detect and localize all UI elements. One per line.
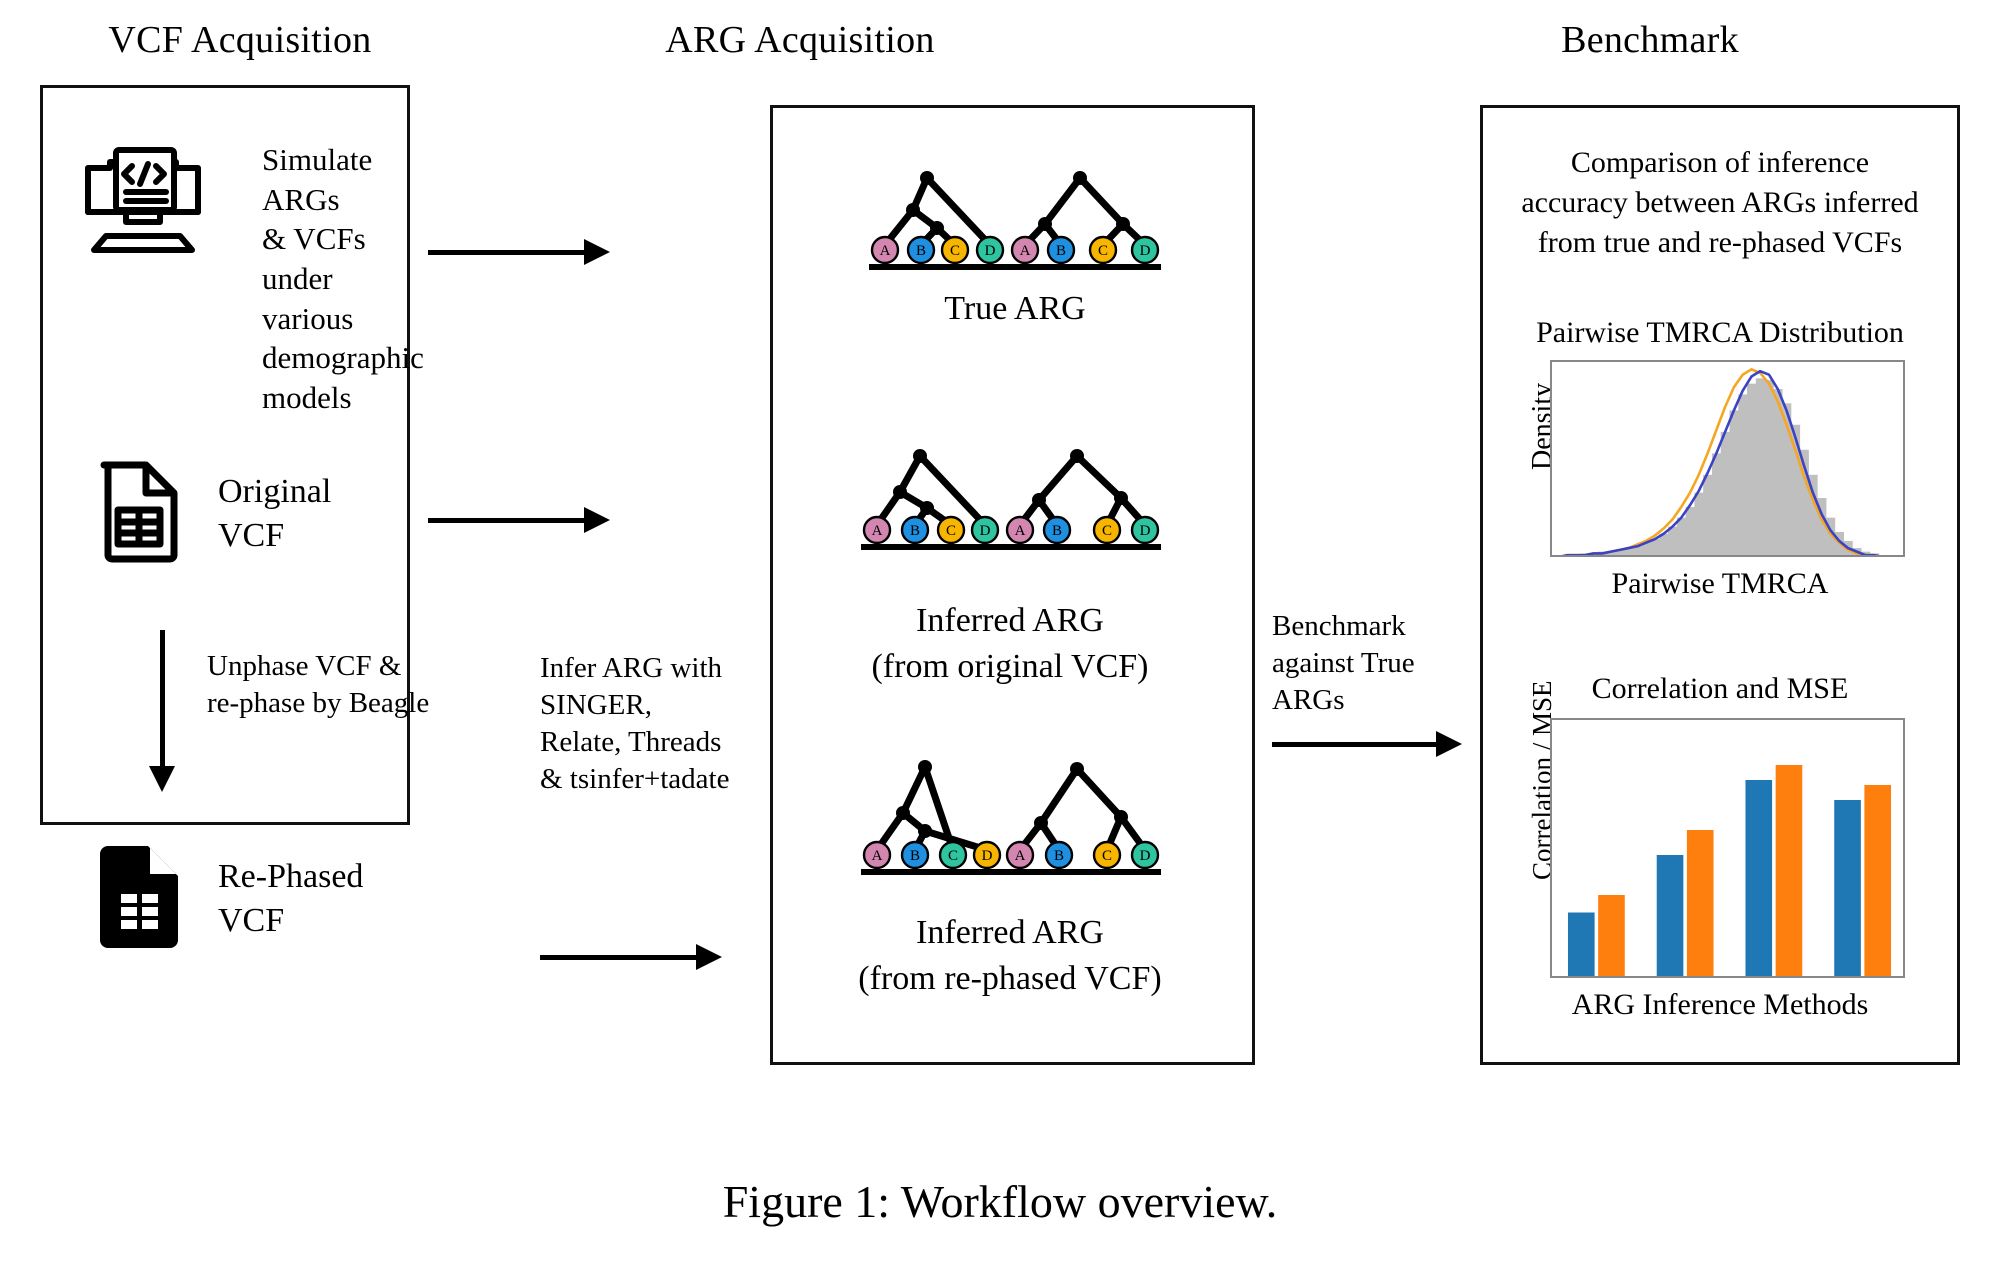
svg-text:C: C: [1102, 848, 1112, 864]
svg-text:C: C: [950, 243, 960, 259]
svg-text:D: D: [1140, 848, 1151, 864]
infer-line-3: Relate, Threads: [540, 726, 722, 759]
vcf-acquisition-panel: [40, 85, 410, 825]
rephased-vcf-label: Re-Phased VCF: [218, 855, 448, 942]
simulate-line-5: models: [262, 380, 352, 416]
svg-text:C: C: [948, 848, 958, 864]
simulate-args-text: Simulate ARGs & VCFs under various demog…: [262, 140, 432, 418]
infer-arg-text: Infer ARG with SINGER, Relate, Threads &…: [540, 650, 790, 798]
tmrca-xlabel: Pairwise TMRCA: [1611, 567, 1829, 600]
inferred-original-line-1: Inferred ARG: [916, 602, 1104, 639]
svg-text:D: D: [1140, 523, 1151, 539]
column-title-vcf: VCF Acquisition: [108, 19, 372, 61]
svg-text:D: D: [982, 848, 993, 864]
benchmark-desc-line-1: Comparison of inference: [1570, 146, 1870, 179]
inferred-original-line-2: (from original VCF): [871, 647, 1149, 685]
unphase-line-2: re-phase by Beagle: [207, 687, 430, 720]
column-title-arg: ARG Acquisition: [665, 19, 935, 61]
simulate-line-1: Simulate ARGs: [262, 142, 373, 217]
true-arg-label-line-1: True ARG: [944, 290, 1086, 327]
svg-text:D: D: [980, 523, 991, 539]
simulate-line-4: demographic: [262, 340, 424, 376]
svg-text:A: A: [872, 848, 883, 864]
svg-text:C: C: [946, 523, 956, 539]
benchmark-arrow-line-1: Benchmark: [1272, 610, 1406, 642]
svg-text:B: B: [1054, 848, 1064, 864]
svg-text:A: A: [880, 243, 891, 259]
infer-line-1: Infer ARG with: [540, 652, 723, 684]
svg-text:B: B: [1052, 523, 1062, 539]
tmrca-chart-title: Pairwise TMRCA Distribution: [1536, 316, 1904, 349]
computer-code-icon: [78, 140, 208, 260]
inferred-rephased-line-2: (from re-phased VCF): [858, 959, 1162, 997]
simulate-line-3: various: [262, 300, 354, 336]
svg-text:A: A: [1020, 243, 1031, 259]
unphase-text: Unphase VCF & re-phase by Beagle: [207, 648, 467, 722]
inferred-arg-rephased-label: Inferred ARG (from re-phased VCF): [790, 910, 1230, 1002]
svg-text:A: A: [872, 523, 883, 539]
bar-xlabel: ARG Inference Methods: [1571, 988, 1869, 1021]
benchmark-arrow-text: Benchmark against True ARGs: [1272, 608, 1472, 719]
benchmark-arrow-line-3: ARGs: [1272, 684, 1345, 717]
svg-text:B: B: [916, 243, 926, 259]
benchmark-desc-line-2: accuracy between ARGs inferred: [1521, 186, 1919, 220]
unphase-line-1: Unphase VCF &: [207, 650, 402, 682]
original-vcf-line-2: VCF: [218, 516, 285, 554]
infer-line-2: SINGER,: [540, 689, 652, 722]
svg-text:C: C: [1102, 523, 1112, 539]
column-title-benchmark: Benchmark: [1561, 19, 1739, 61]
svg-text:B: B: [1056, 243, 1066, 259]
original-vcf-line-1: Original: [218, 473, 332, 510]
infer-line-4: & tsinfer+tadate: [540, 763, 730, 796]
figure-caption: Figure 1: Workflow overview.: [722, 1176, 1278, 1227]
inferred-arg-original-label: Inferred ARG (from original VCF): [810, 598, 1210, 690]
benchmark-desc-line-3: from true and re-phased VCFs: [1537, 226, 1903, 260]
file-table-filled-icon: [96, 840, 182, 950]
simulate-line-2: & VCFs under: [262, 221, 366, 297]
rephased-vcf-line-1: Re-Phased: [218, 858, 364, 895]
svg-text:B: B: [910, 523, 920, 539]
svg-text:C: C: [1098, 243, 1108, 259]
file-table-outline-icon: [96, 455, 182, 565]
rephased-vcf-line-2: VCF: [218, 901, 285, 939]
true-arg-label: True ARG: [855, 290, 1175, 328]
inferred-rephased-line-1: Inferred ARG: [916, 914, 1104, 951]
svg-text:A: A: [1015, 848, 1026, 864]
svg-text:A: A: [1015, 523, 1026, 539]
benchmark-arrow-line-2: against True: [1272, 647, 1415, 680]
svg-text:D: D: [985, 243, 996, 259]
tmrca-plot: [1550, 360, 1905, 557]
correlation-mse-plot: [1550, 718, 1905, 978]
original-vcf-label: Original VCF: [218, 470, 418, 557]
benchmark-description: Comparison of inference accuracy between…: [1490, 143, 1950, 264]
svg-text:D: D: [1140, 243, 1151, 259]
bar-chart-title: Correlation and MSE: [1591, 672, 1849, 705]
svg-text:B: B: [910, 848, 920, 864]
